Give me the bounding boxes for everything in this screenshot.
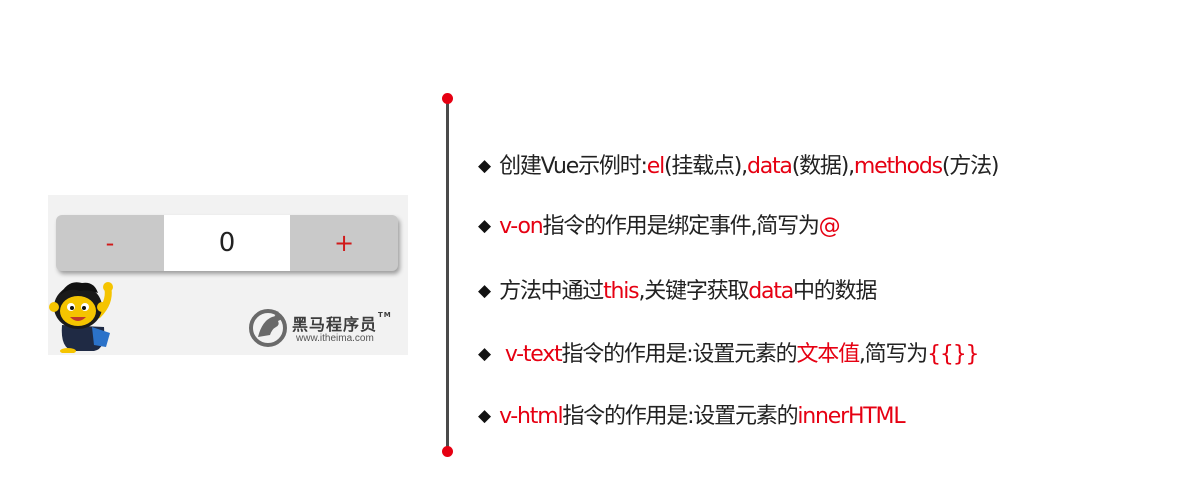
counter-value: 0 bbox=[164, 215, 290, 271]
bullet-keyword: el bbox=[646, 154, 665, 179]
bullet-keyword: 文本值 bbox=[796, 342, 860, 367]
diamond-bullet-icon: ◆ bbox=[478, 216, 492, 236]
list-item: ◆ v-text指令的作用是:设置元素的文本值,简写为{{}} bbox=[478, 336, 980, 368]
bullet-text: 指令的作用是:设置元素的 bbox=[562, 404, 798, 429]
timeline-line bbox=[446, 98, 449, 451]
diamond-bullet-icon: ◆ bbox=[478, 156, 492, 176]
decrement-button[interactable]: - bbox=[105, 229, 115, 257]
timeline-dot-top bbox=[442, 93, 453, 104]
bullet-text: ,简写为 bbox=[858, 342, 928, 367]
bullet-keyword: data bbox=[748, 279, 794, 304]
bullet-text: (挂载点), bbox=[663, 154, 748, 179]
bullet-keyword: {{}} bbox=[927, 342, 979, 367]
brand-logo: 黑马程序员TM www.itheima.com bbox=[248, 307, 408, 347]
diamond-bullet-icon: ◆ bbox=[478, 344, 492, 364]
bullet-keyword: @ bbox=[818, 214, 841, 239]
list-item: ◆ v-html指令的作用是:设置元素的innerHTML bbox=[478, 398, 906, 430]
bullet-text: ,关键字获取 bbox=[638, 279, 749, 304]
list-item: ◆ 创建Vue示例时:el(挂载点),data(数据),methods(方法) bbox=[478, 148, 1000, 180]
bullet-keyword: v-text bbox=[499, 342, 563, 367]
brand-url: www.itheima.com bbox=[296, 333, 374, 344]
bullet-text: (方法) bbox=[941, 154, 1000, 179]
brand-trademark: TM bbox=[378, 311, 392, 319]
counter-widget: - 0 + bbox=[56, 215, 398, 271]
list-item: ◆ v-on指令的作用是绑定事件,简写为@ bbox=[478, 208, 841, 240]
demo-panel: - 0 + 黑马程序员TM bbox=[48, 195, 408, 355]
bullet-text: 方法中通过 bbox=[499, 279, 604, 304]
horse-logo-icon bbox=[249, 309, 287, 347]
bullet-keyword: v-on bbox=[499, 214, 544, 239]
bullet-keyword: this bbox=[603, 279, 640, 304]
diamond-bullet-icon: ◆ bbox=[478, 406, 492, 426]
list-item: ◆ 方法中通过this,关键字获取data中的数据 bbox=[478, 273, 877, 305]
bullet-text: 指令的作用是绑定事件,简写为 bbox=[542, 214, 819, 239]
bullet-text: 中的数据 bbox=[793, 279, 877, 304]
bullet-text: 创建Vue示例时: bbox=[499, 154, 648, 179]
timeline-dot-bottom bbox=[442, 446, 453, 457]
mascot-icon bbox=[49, 282, 113, 353]
bullet-keyword: methods bbox=[853, 154, 943, 179]
bullet-text: (数据), bbox=[791, 154, 855, 179]
bullet-keyword: v-html bbox=[499, 404, 563, 429]
bullet-keyword: data bbox=[746, 154, 793, 179]
diamond-bullet-icon: ◆ bbox=[478, 281, 492, 301]
bullet-text: 指令的作用是:设置元素的 bbox=[561, 342, 797, 367]
increment-button[interactable]: + bbox=[333, 229, 355, 257]
brand-name: 黑马程序员 bbox=[292, 315, 378, 334]
bullet-keyword: innerHTML bbox=[797, 404, 905, 429]
